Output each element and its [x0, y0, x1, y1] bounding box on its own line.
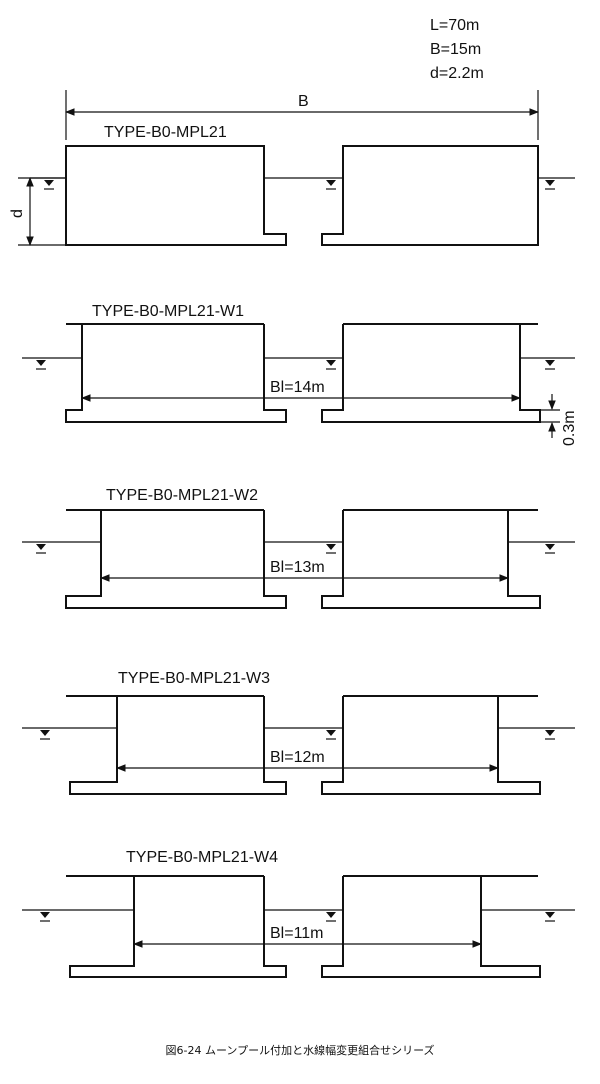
- water-symbol-5b: [326, 912, 336, 922]
- param-B: B=15m: [430, 41, 481, 58]
- water-symbol-3c: [545, 544, 555, 554]
- bl-label-5: Bl=11m: [270, 925, 324, 942]
- left-hull-5: [69, 876, 287, 978]
- type-label-3: TYPE-B0-MPL21-W2: [106, 487, 258, 504]
- water-symbol-4b: [326, 730, 336, 740]
- left-hull-4: [69, 696, 287, 795]
- water-symbol-2b: [326, 360, 336, 370]
- bl-label-2: Bl=14m: [270, 379, 325, 396]
- water-symbol-2a: [36, 360, 46, 370]
- water-symbol-4a: [40, 730, 50, 740]
- bl-label-3: Bl=13m: [270, 559, 325, 576]
- d-label: d: [9, 209, 26, 218]
- water-symbol-1b: [326, 180, 336, 190]
- right-hull-2: [321, 324, 541, 423]
- panel-5: TYPE-B0-MPL21-W4 Bl=11m: [22, 849, 575, 978]
- right-hull-5: [321, 876, 541, 978]
- water-symbol-5a: [40, 912, 50, 922]
- panel-1: B TYPE-B0-MPL21 d: [9, 90, 575, 246]
- water-symbol-4c: [545, 730, 555, 740]
- panel-4: TYPE-B0-MPL21-W3 Bl=12m: [22, 670, 575, 795]
- water-symbol-5c: [545, 912, 555, 922]
- thickness-label: 0.3m: [561, 410, 578, 446]
- water-symbol-3a: [36, 544, 46, 554]
- left-hull-2: [65, 324, 287, 423]
- water-symbol-3b: [326, 544, 336, 554]
- panel-2: TYPE-B0-MPL21-W1 Bl=14m 0.3m: [22, 303, 578, 446]
- right-hull-4: [321, 696, 541, 795]
- param-L: L=70m: [430, 17, 479, 34]
- param-d: d=2.2m: [430, 65, 484, 82]
- b-label: B: [298, 93, 309, 110]
- left-hull-1: [65, 145, 287, 246]
- right-hull-1: [321, 145, 539, 246]
- water-symbol-1a: [44, 180, 54, 190]
- water-symbol-2c: [545, 360, 555, 370]
- type-label-5: TYPE-B0-MPL21-W4: [126, 849, 278, 866]
- type-label-4: TYPE-B0-MPL21-W3: [118, 670, 270, 687]
- bl-label-4: Bl=12m: [270, 749, 325, 766]
- left-hull-3: [65, 510, 287, 609]
- right-hull-3: [321, 510, 541, 609]
- type-label-2: TYPE-B0-MPL21-W1: [92, 303, 244, 320]
- type-label-1: TYPE-B0-MPL21: [104, 124, 227, 141]
- figure-caption: 図6-24 ムーンプール付加と水線幅変更組合せシリーズ: [165, 1043, 434, 1057]
- water-symbol-1c: [545, 180, 555, 190]
- panel-3: TYPE-B0-MPL21-W2 Bl=13m: [22, 487, 575, 609]
